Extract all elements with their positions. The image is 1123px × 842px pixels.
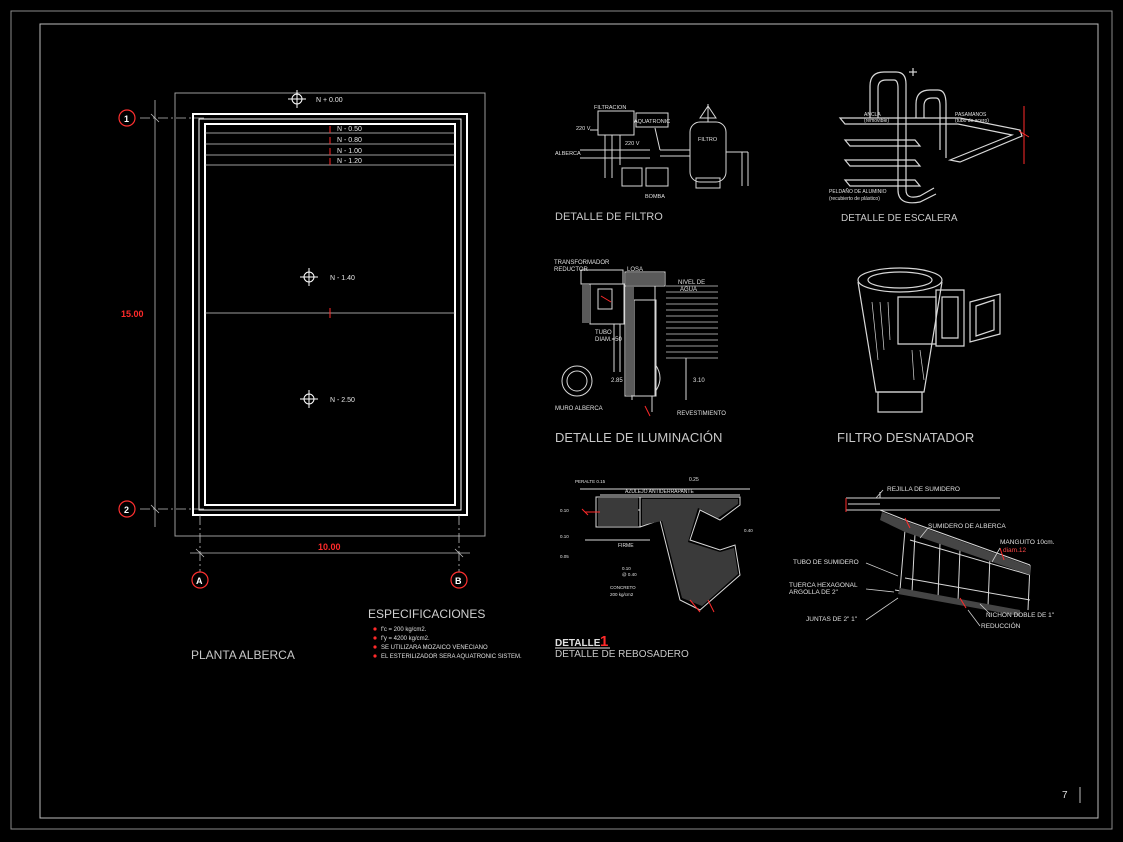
lighting-label: REVESTIMIENTO (677, 411, 726, 417)
skimmer-detail-title: FILTRO DESNATADOR (837, 430, 974, 445)
overflow-label: 0.10 (560, 534, 569, 539)
spec-item: EL ESTERILIZADOR SERA AQUATRONIC SISTEM. (381, 654, 522, 660)
lighting-detail-title: DETALLE DE ILUMINACIÓN (555, 430, 722, 445)
filter-label: 220 V (625, 141, 640, 147)
specifications: ESPECIFICACIONES f'c = 200 kg/cm2. f'y =… (368, 607, 522, 660)
ladder-label: PELDAÑO DE ALUMINIO (829, 188, 887, 195)
overflow-label: @ 0.40 (622, 572, 637, 577)
filter-label: 220 V (576, 126, 591, 132)
lighting-label: TUBO (595, 330, 612, 336)
overflow-label: 200 kg/cm2 (610, 592, 634, 597)
lighting-label: MURO ALBERCA (555, 406, 603, 412)
overflow-detail-number: 1 (600, 633, 608, 650)
level-label: N - 1.20 (337, 158, 362, 165)
level-label: N - 1.00 (337, 148, 362, 155)
overflow-detail: PERALTE 0.15 0.25 AZULEJO ANTIDERRAPANTE… (555, 477, 753, 660)
level-label: N - 0.80 (337, 137, 362, 144)
drain-label: diam.12 (1003, 547, 1027, 554)
filter-label: FILTRO (698, 137, 718, 143)
ladder-label: (tubo de acero) (955, 118, 989, 124)
lighting-label: AGUA (680, 287, 697, 293)
grid-bubble-label: 1 (124, 114, 129, 124)
level-label: N - 1.40 (330, 275, 355, 282)
plan-title: PLANTA ALBERCA (191, 648, 295, 662)
lighting-label: 2.85 (611, 378, 623, 384)
ladder-label: (recubierto de plástico) (829, 196, 880, 202)
filter-detail: FILTRACION 220 V AQUATRONIC 220 V ALBERC… (555, 104, 749, 223)
drain-label: TUERCA HEXAGONAL (789, 582, 858, 589)
spec-item: SE UTILIZARA MOZAICO VENECIANO (381, 645, 488, 651)
lighting-label: NIVEL DE (678, 280, 705, 286)
overflow-label: FIRME (618, 543, 634, 549)
drain-detail: REJILLA DE SUMIDERO SUMIDERO DE ALBERCA … (789, 486, 1055, 630)
page-number: 7 (1062, 790, 1068, 801)
overflow-detail-prefix: DETALLE (555, 638, 601, 649)
overflow-label: 0.10 (622, 566, 631, 571)
pool-plan: N + 0.00 N - 0.50 N - 0.80 N - 1.00 N - … (118, 90, 486, 662)
overflow-label: CONCRETO (610, 585, 636, 590)
ladder-label: PASAMANOS (955, 112, 987, 118)
ladder-detail: ANCLA (removible) PASAMANOS (tubo de ace… (829, 68, 1030, 224)
overflow-label: 0.10 (560, 508, 569, 513)
sheet-inner-frame (39, 23, 1099, 819)
filter-label: FILTRACION (594, 105, 626, 111)
spec-item: f'c = 200 kg/cm2. (381, 627, 427, 633)
drain-label: NICHON DOBLE DE 1" (986, 612, 1055, 619)
grid-bubble-label: A (196, 576, 203, 586)
spec-item: f'y = 4200 kg/cm2. (381, 636, 430, 642)
lighting-detail: TRANSFORMADOR REDUCTOR LOSA NIVEL DE AGU… (554, 260, 726, 445)
drain-label: TUBO DE SUMIDERO (793, 559, 859, 566)
overflow-detail-title: DETALLE DE REBOSADERO (555, 649, 689, 660)
lighting-label: TRANSFORMADOR (554, 260, 610, 266)
overflow-label: 0.05 (560, 554, 569, 559)
drain-label: SUMIDERO DE ALBERCA (928, 523, 1006, 530)
drain-label: ARGOLLA DE 2" (789, 589, 839, 596)
ladder-label: (removible) (864, 118, 889, 124)
lighting-label: 3.10 (693, 378, 705, 384)
overflow-label: PERALTE 0.15 (575, 479, 606, 484)
overflow-label: 0.25 (689, 477, 699, 483)
drain-label: REJILLA DE SUMIDERO (887, 486, 960, 493)
level-label: N - 0.50 (337, 126, 362, 133)
ladder-detail-title: DETALLE DE ESCALERA (841, 213, 958, 224)
level-label: N + 0.00 (316, 97, 343, 104)
dimension-width: 10.00 (318, 542, 341, 552)
drain-label: MANGUITO 10cm. (1000, 539, 1055, 546)
dimension-length: 15.00 (121, 309, 144, 319)
filter-label: ALBERCA (555, 151, 581, 157)
drain-label: REDUCCIÓN (981, 621, 1021, 630)
grid-bubble-label: 2 (124, 505, 129, 515)
specs-title: ESPECIFICACIONES (368, 607, 485, 621)
skimmer-detail: FILTRO DESNATADOR (837, 267, 1001, 445)
filter-label: AQUATRONIC (634, 119, 670, 125)
level-label: N - 2.50 (330, 397, 355, 404)
lighting-label: LOSA (627, 267, 643, 273)
overflow-label: 0.40 (744, 528, 753, 533)
lighting-label: REDUCTOR (554, 267, 589, 273)
sheet-outer-frame (10, 10, 1113, 830)
overflow-label: AZULEJO ANTIDERRAPANTE (625, 489, 694, 495)
filter-label: BOMBA (645, 194, 665, 200)
drain-label: JUNTAS DE 2" 1" (806, 616, 858, 623)
grid-bubble-label: B (455, 576, 462, 586)
lighting-label: DIAM.=50 (595, 337, 623, 343)
filter-detail-title: DETALLE DE FILTRO (555, 211, 663, 223)
ladder-label: ANCLA (864, 112, 881, 118)
